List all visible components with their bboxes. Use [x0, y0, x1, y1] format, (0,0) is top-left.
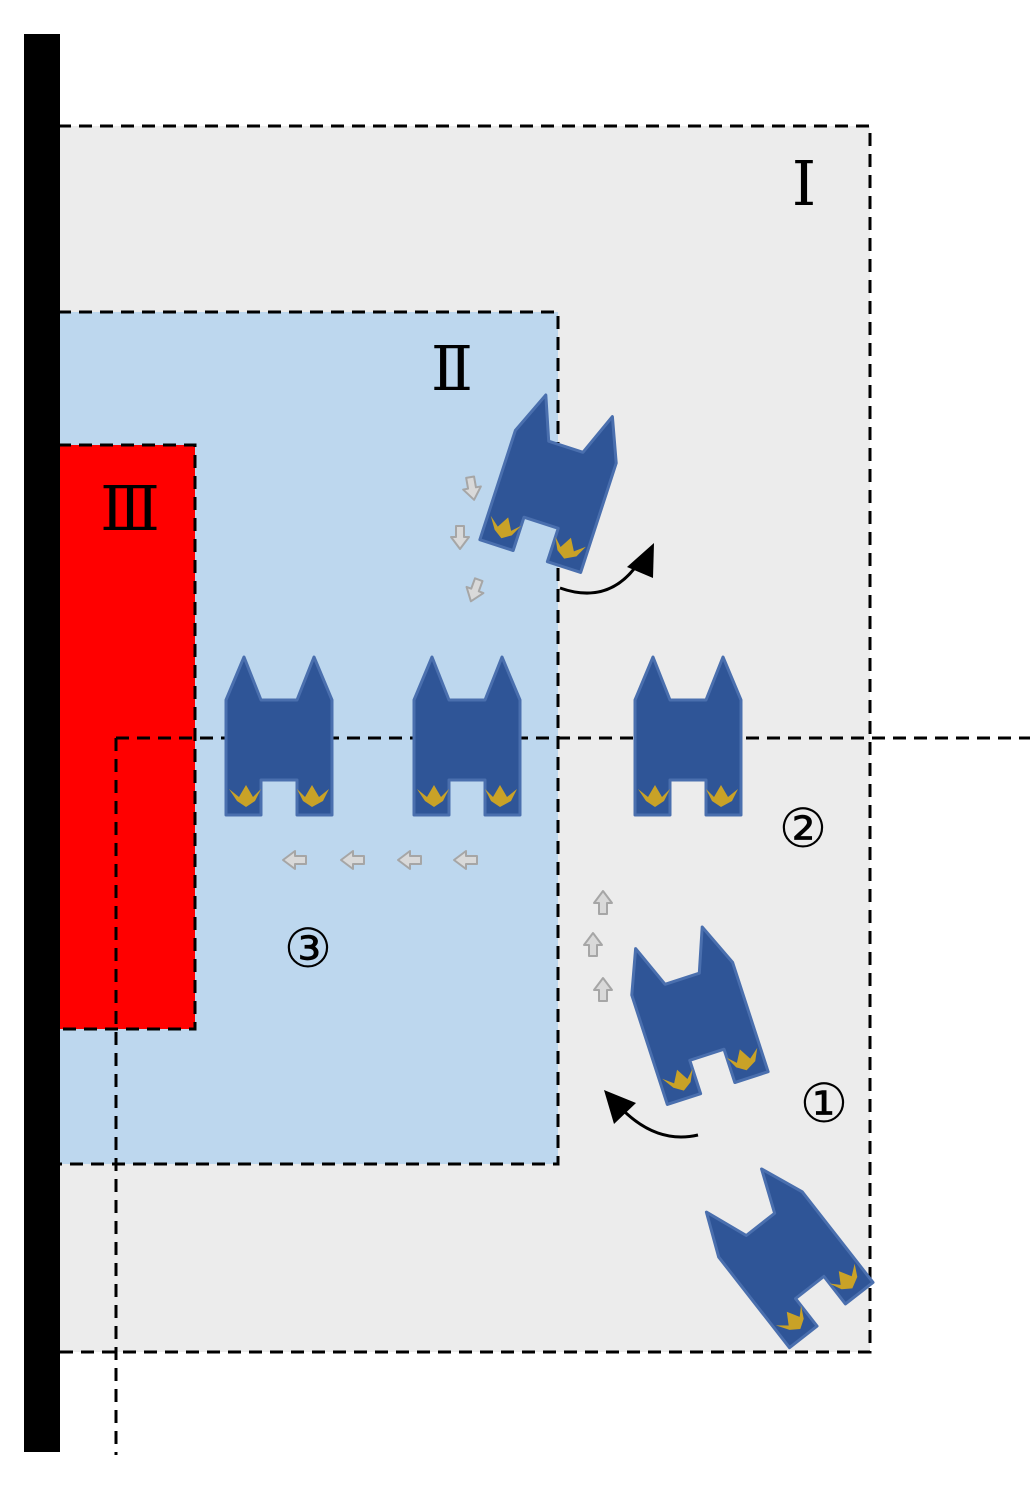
- rotation-arrow-icon: [559, 543, 654, 595]
- step-2-label: ②: [779, 797, 827, 860]
- zone-1-label: Ⅰ: [792, 147, 817, 220]
- zone-2-label: Ⅱ: [431, 332, 473, 405]
- rotation-arrow-icon: [604, 1090, 699, 1139]
- step-1-label: ①: [800, 1072, 848, 1135]
- zone-3-label: Ⅲ: [100, 472, 160, 545]
- wall: [24, 34, 60, 1452]
- step-3-label: ③: [284, 917, 332, 980]
